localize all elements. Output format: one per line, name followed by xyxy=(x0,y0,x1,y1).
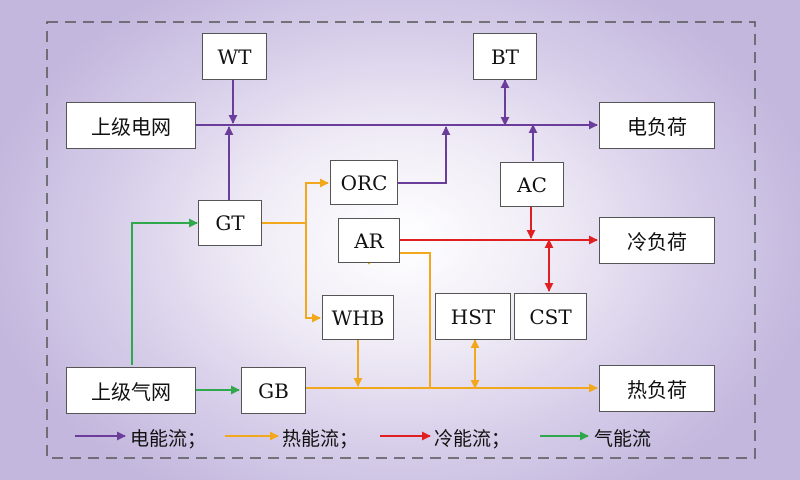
gt-heat-line xyxy=(262,178,329,224)
bt-node: BT xyxy=(473,33,537,80)
grid-power-node: 上级电网 xyxy=(66,102,196,149)
gas-flows xyxy=(131,218,240,395)
legend-gas-label: 气能流 xyxy=(594,428,652,450)
legend-electric-label: 电能流； xyxy=(130,428,207,450)
orc-node: ORC xyxy=(330,160,398,205)
orc-to-bus-line xyxy=(398,126,451,184)
gt-node: GT xyxy=(198,200,262,246)
gas-to-gt-line xyxy=(131,218,198,365)
gt-to-whb-line xyxy=(305,223,321,323)
system-boundary xyxy=(46,21,756,459)
legend-heat-label: 热能流； xyxy=(282,428,359,450)
whb-node: WHB xyxy=(322,295,394,340)
ac-node: AC xyxy=(500,162,564,207)
grid-gas-node: 上级气网 xyxy=(66,367,196,414)
cst-node: CST xyxy=(514,293,587,340)
electric-flows xyxy=(196,79,598,200)
ar-node: AR xyxy=(338,218,400,263)
legend-cold-label: 冷能流； xyxy=(434,428,511,450)
wt-node: WT xyxy=(202,33,267,80)
cold-flows xyxy=(400,207,598,292)
hst-node: HST xyxy=(435,293,511,340)
gb-node: GB xyxy=(241,367,306,414)
heat-flows xyxy=(262,178,598,393)
cool-load-node: 冷负荷 xyxy=(599,217,715,264)
electric-load-node: 电负荷 xyxy=(599,102,715,149)
heat-load-node: 热负荷 xyxy=(599,365,715,412)
